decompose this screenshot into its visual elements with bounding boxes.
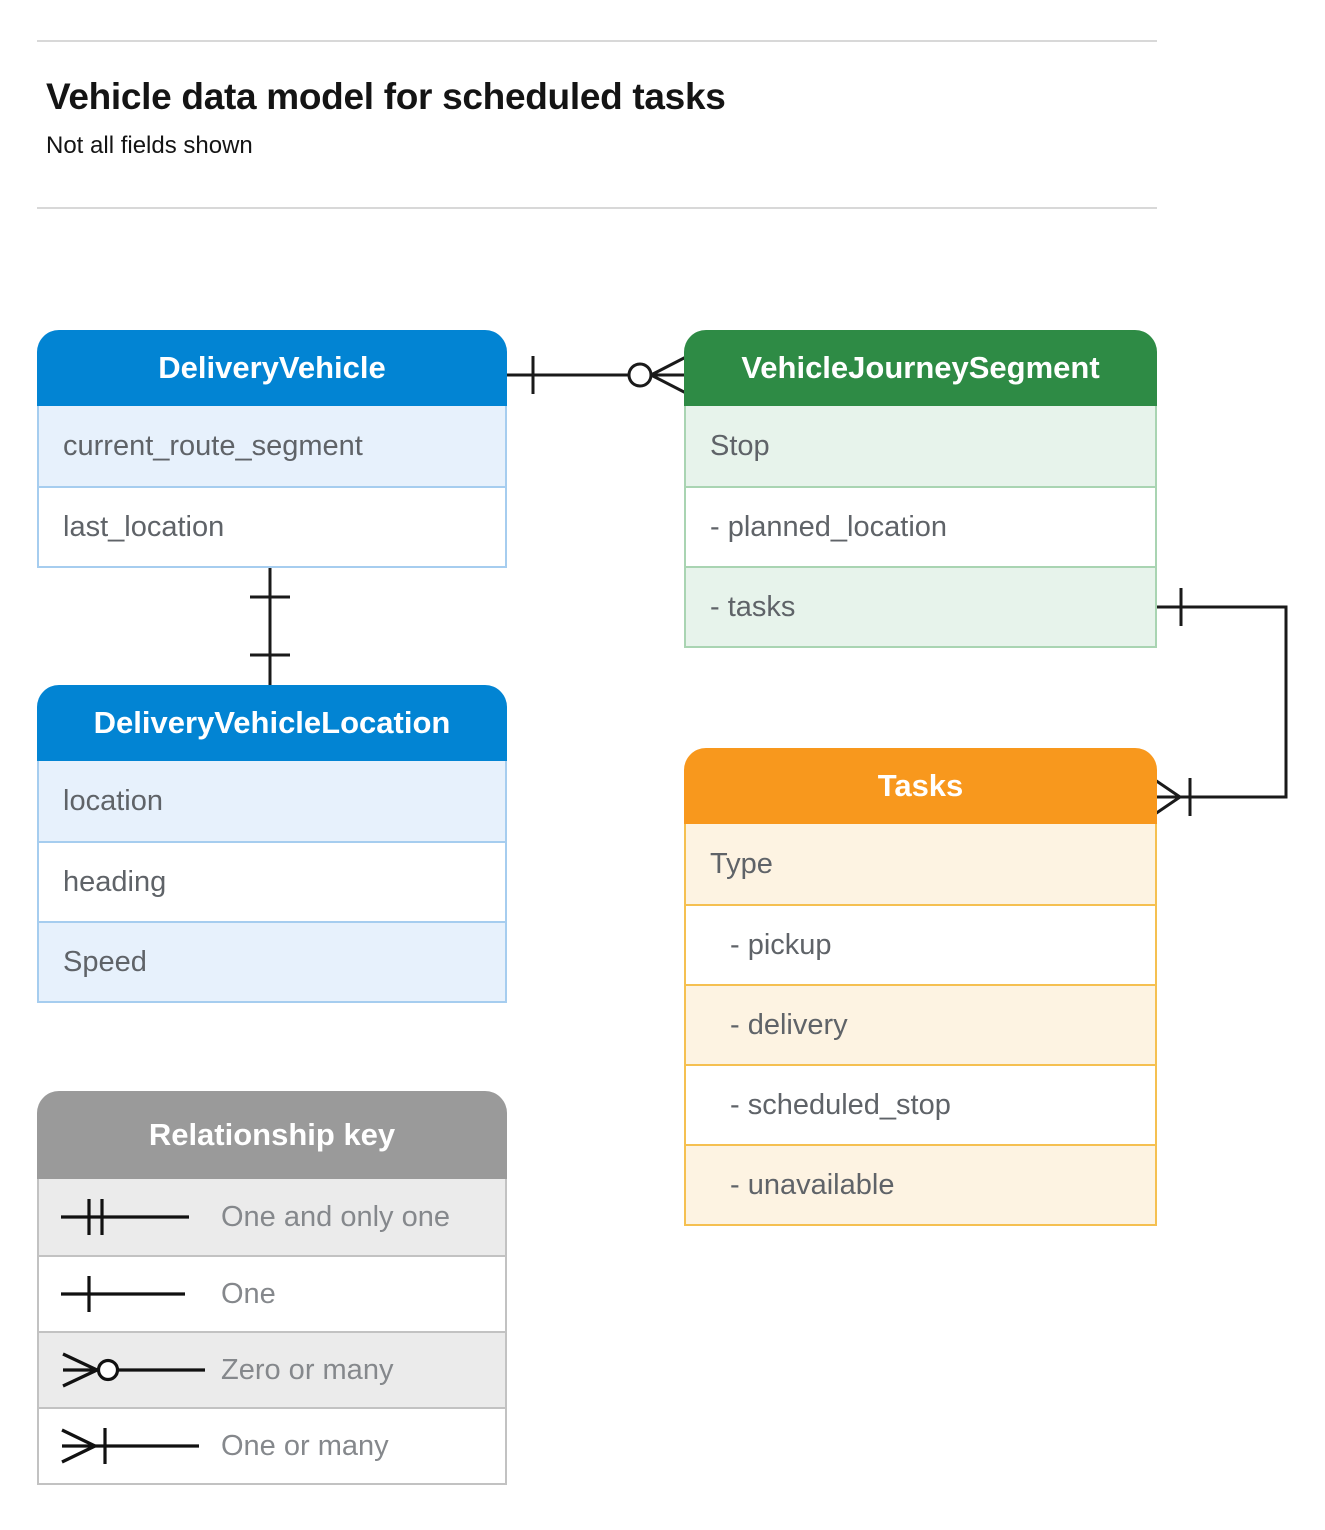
- field-planned-location: - planned_location: [686, 486, 1155, 566]
- divider-bottom: [37, 207, 1157, 209]
- entity-title: DeliveryVehicle: [37, 330, 507, 406]
- one-or-many-icon: [61, 1428, 199, 1464]
- key-row-zero-or-many: Zero or many: [39, 1331, 505, 1407]
- field-pickup: - pickup: [686, 904, 1155, 984]
- entity-title: DeliveryVehicleLocation: [37, 685, 507, 761]
- field-scheduled-stop: - scheduled_stop: [686, 1064, 1155, 1144]
- entity-field-list: Type - pickup - delivery - scheduled_sto…: [684, 824, 1157, 1226]
- relationship-key: Relationship key One and only one One: [37, 1091, 507, 1485]
- entity-tasks: Tasks Type - pickup - delivery - schedul…: [684, 748, 1157, 1226]
- relationship-key-list: One and only one One Zero or many: [37, 1179, 507, 1485]
- zero-or-many-icon: [62, 1352, 205, 1388]
- key-row-one: One: [39, 1255, 505, 1331]
- field-location: location: [39, 761, 505, 841]
- key-row-one-and-only-one: One and only one: [39, 1179, 505, 1255]
- key-label: One or many: [221, 1429, 389, 1462]
- field-current-route-segment: current_route_segment: [39, 406, 505, 486]
- one-icon: [61, 1276, 185, 1312]
- connector-deliveryvehicle-to-vehiclejourneysegment: [505, 355, 687, 395]
- field-tasks: - tasks: [686, 566, 1155, 646]
- connector-deliveryvehicle-to-deliveryvehiclelocation: [250, 564, 290, 687]
- key-label: One: [221, 1277, 276, 1310]
- field-unavailable: - unavailable: [686, 1144, 1155, 1224]
- key-row-one-or-many: One or many: [39, 1407, 505, 1483]
- entity-delivery-vehicle-location: DeliveryVehicleLocation location heading…: [37, 685, 507, 1003]
- page-subtitle: Not all fields shown: [46, 132, 253, 159]
- field-heading: heading: [39, 841, 505, 921]
- entity-field-list: Stop - planned_location - tasks: [684, 406, 1157, 648]
- divider-top: [37, 40, 1157, 42]
- entity-vehicle-journey-segment: VehicleJourneySegment Stop - planned_loc…: [684, 330, 1157, 648]
- field-stop: Stop: [686, 406, 1155, 486]
- field-last-location: last_location: [39, 486, 505, 566]
- entity-field-list: location heading Speed: [37, 761, 507, 1003]
- field-type: Type: [686, 824, 1155, 904]
- entity-delivery-vehicle: DeliveryVehicle current_route_segment la…: [37, 330, 507, 568]
- key-label: One and only one: [221, 1200, 450, 1233]
- page-title: Vehicle data model for scheduled tasks: [46, 76, 726, 117]
- entity-title: VehicleJourneySegment: [684, 330, 1157, 406]
- field-delivery: - delivery: [686, 984, 1155, 1064]
- entity-title: Tasks: [684, 748, 1157, 824]
- field-speed: Speed: [39, 921, 505, 1001]
- one-and-only-one-icon: [61, 1199, 189, 1235]
- relationship-key-title: Relationship key: [37, 1091, 507, 1179]
- connector-vehiclejourneysegment-tasks-to-tasks: [1154, 588, 1288, 816]
- entity-field-list: current_route_segment last_location: [37, 406, 507, 568]
- key-label: Zero or many: [221, 1353, 394, 1386]
